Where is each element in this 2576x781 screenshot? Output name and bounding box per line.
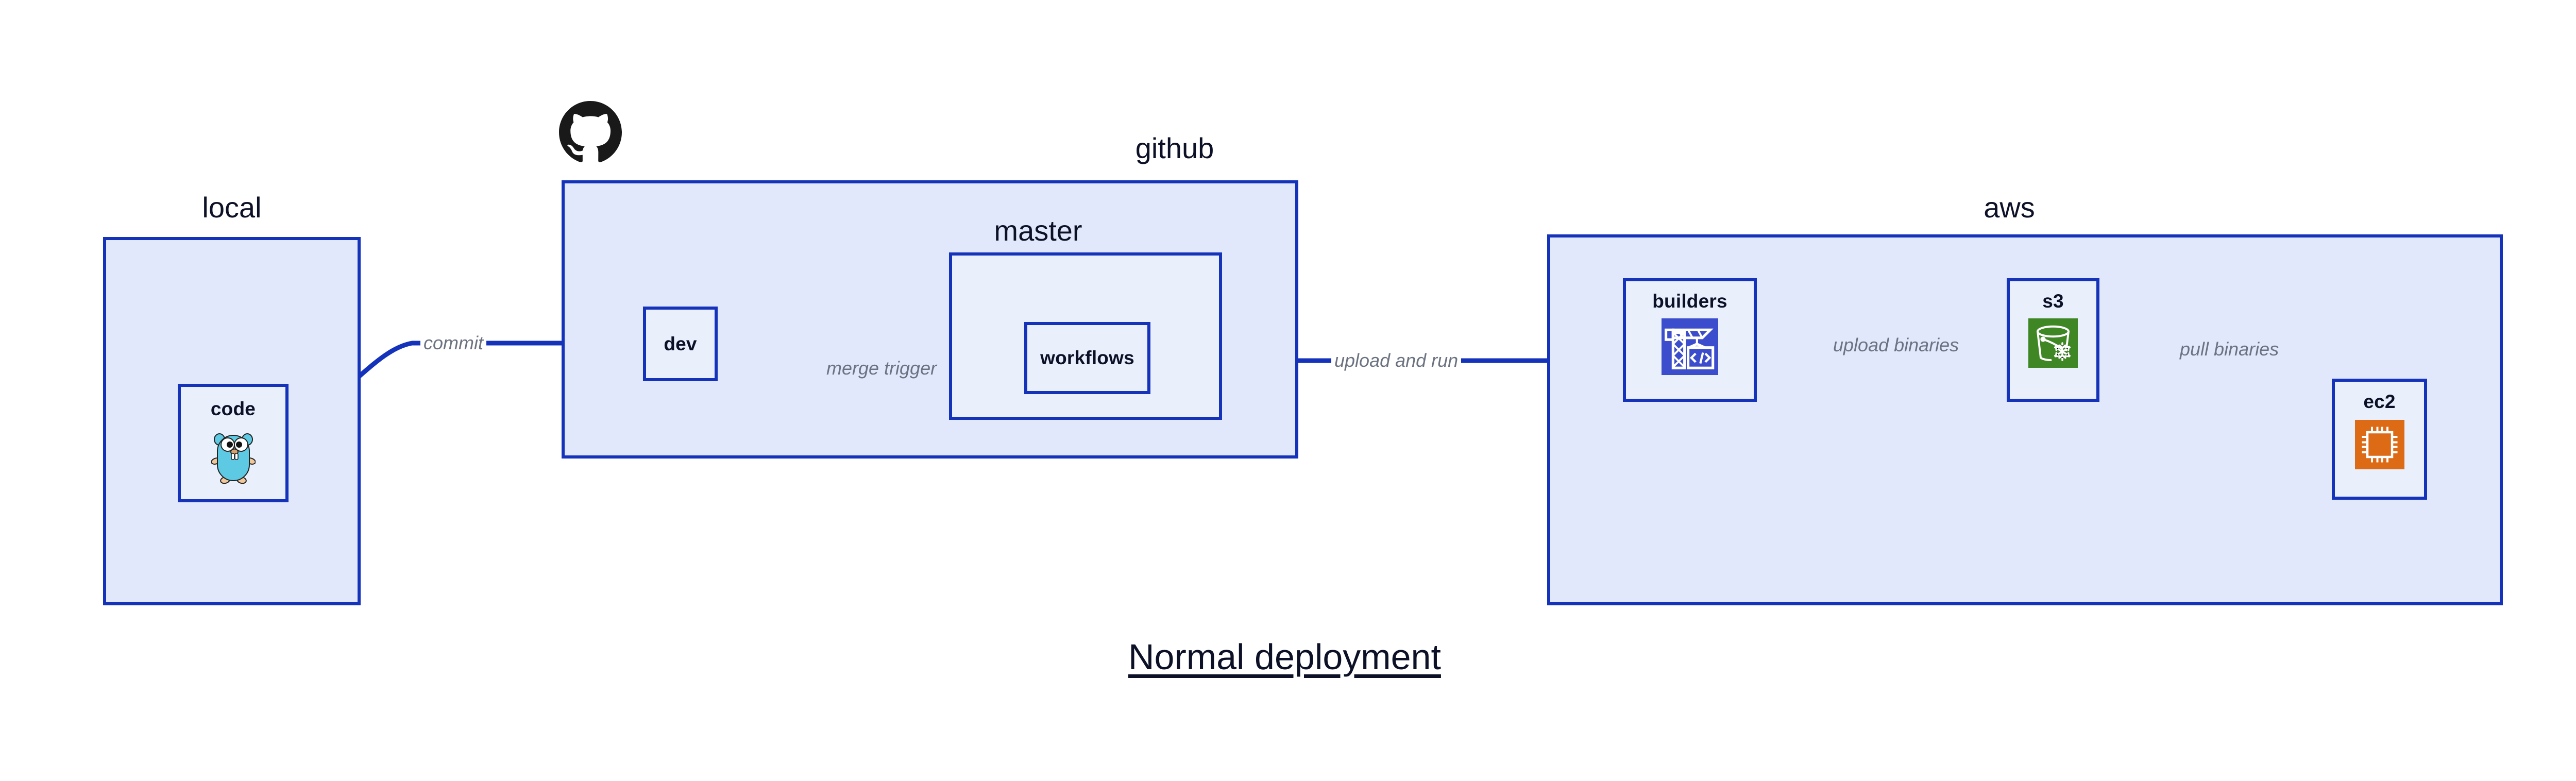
node-s3-label: s3 [2042,291,2064,312]
aws-ec2-chip-icon [2354,420,2404,472]
node-workflows[interactable]: workflows [1024,322,1150,394]
node-ec2[interactable]: ec2 [2332,379,2427,500]
node-builders[interactable]: builders [1623,278,1757,402]
edge-label-merge-trigger: merge trigger [823,359,940,378]
node-dev-label: dev [664,333,697,354]
group-title-local: local [202,191,262,224]
node-s3[interactable]: s3 [2007,278,2099,402]
node-workflows-label: workflows [1040,347,1134,368]
diagram-caption: Normal deployment [1128,637,1441,677]
edge-label-upload-binaries: upload binaries [1830,336,1962,354]
node-code[interactable]: code [178,384,289,502]
subgroup-title-master: master [994,214,1082,247]
node-code-label: code [210,398,256,419]
group-title-aws: aws [1984,191,2035,224]
node-dev[interactable]: dev [643,307,718,381]
aws-s3-bucket-glacier-icon [2028,318,2078,370]
go-gopher-icon [210,427,256,487]
node-builders-label: builders [1652,291,1727,312]
node-ec2-label: ec2 [2363,391,2396,412]
edge-label-upload-and-run: upload and run [1331,351,1462,370]
github-octocat-icon [559,101,622,166]
edge-label-pull-binaries: pull binaries [2177,340,2282,359]
group-local [103,237,361,605]
group-title-github: github [1135,132,1214,164]
aws-crane-code-icon [1662,318,1718,378]
edge-label-commit: commit [420,334,486,352]
